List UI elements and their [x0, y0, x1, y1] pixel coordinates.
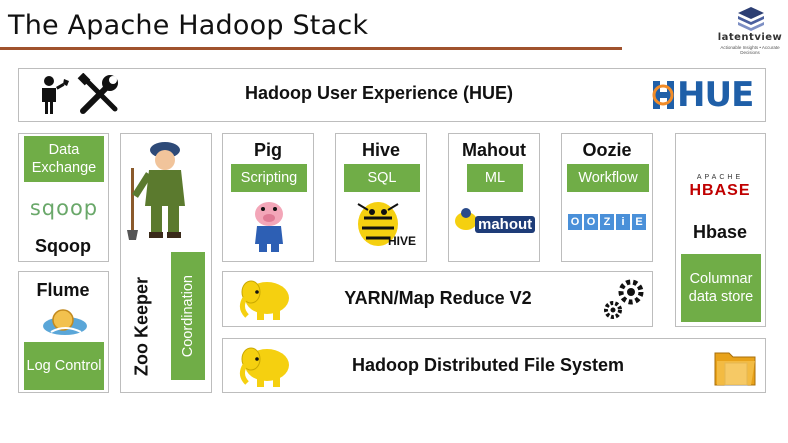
flume-label: Flume	[36, 280, 90, 300]
oozie-logo-letter: E	[632, 214, 646, 230]
oozie-function-badge: Workflow	[567, 164, 649, 192]
sqoop-component: Data Exchange sqoop Sqoop	[18, 133, 109, 262]
zookeeper-function-text: Coordination	[180, 274, 196, 358]
tools-icon	[77, 73, 118, 114]
mahout-component: Mahout ML mahout	[448, 133, 540, 262]
title-underline	[0, 47, 622, 50]
hbase-label: Hbase	[692, 222, 748, 242]
hdfs-layer: Hadoop Distributed File System	[222, 338, 766, 393]
hbase-logo-top: APACHE	[696, 174, 744, 181]
mahout-function-badge: ML	[467, 164, 523, 192]
mahout-logo-text: mahout	[475, 216, 536, 233]
mahout-logo-icon	[455, 208, 477, 230]
pig-function-badge: Scripting	[231, 164, 307, 192]
zookeeper-figure-icon	[127, 142, 185, 240]
sqoop-logo: sqoop	[29, 196, 99, 220]
brand-logo-icon	[738, 7, 764, 31]
oozie-logo-letter: Z	[600, 214, 614, 230]
yarn-layer: YARN/Map Reduce V2	[222, 271, 653, 327]
hue-label: Hadoop User Experience (HUE)	[244, 83, 514, 103]
hbase-component: APACHE HBASE Hbase Columnar data store	[675, 133, 766, 327]
sqoop-function-badge: Data Exchange	[24, 136, 104, 182]
zookeeper-label: Zoo Keeper	[131, 276, 152, 376]
hue-logo-text: HUE	[677, 75, 754, 115]
pig-logo-icon	[255, 202, 283, 252]
oozie-logo-letter: O	[584, 214, 598, 230]
user-icon	[42, 76, 69, 114]
oozie-logo-letter: i	[616, 214, 630, 230]
hdfs-label: Hadoop Distributed File System	[351, 355, 625, 375]
sqoop-label: Sqoop	[35, 236, 91, 256]
gears-icon	[604, 279, 644, 319]
hbase-function-badge: Columnar data store	[681, 254, 761, 322]
pig-label: Pig	[253, 140, 282, 160]
hive-label: Hive	[361, 140, 401, 160]
hue-layer: Hadoop User Experience (HUE) HUE	[18, 68, 766, 122]
zookeeper-component: Zoo Keeper Coordination	[120, 133, 212, 393]
yarn-label: YARN/Map Reduce V2	[344, 288, 532, 308]
flume-component: Flume Log Control	[18, 271, 109, 393]
mahout-label: Mahout	[462, 140, 526, 160]
hive-logo-text: HIVE	[388, 234, 417, 248]
zookeeper-function-badge: Coordination	[171, 252, 205, 380]
hadoop-elephant-icon	[239, 347, 289, 387]
oozie-label: Oozie	[582, 140, 632, 160]
pig-component: Pig Scripting	[222, 133, 314, 262]
hive-component: Hive SQL HIVE	[335, 133, 427, 262]
oozie-component: Oozie Workflow O O Z i E	[561, 133, 653, 262]
page-title: The Apache Hadoop Stack	[8, 10, 369, 41]
hadoop-elephant-icon	[239, 280, 289, 320]
flume-function-badge: Log Control	[24, 342, 104, 390]
hbase-logo-main: HBASE	[689, 182, 751, 199]
brand-name: latentview	[717, 32, 783, 43]
hue-logo: HUE	[651, 75, 754, 115]
oozie-logo-letter: O	[568, 214, 582, 230]
oozie-logo: O O Z i E	[568, 214, 646, 230]
folder-icon	[714, 352, 756, 386]
hive-logo-icon	[357, 202, 399, 246]
flume-logo-icon	[43, 309, 87, 335]
brand-tagline: Actionable Insights • Accurate Decisions	[720, 45, 780, 55]
hue-logo-icon	[652, 81, 674, 109]
hive-function-badge: SQL	[344, 164, 420, 192]
